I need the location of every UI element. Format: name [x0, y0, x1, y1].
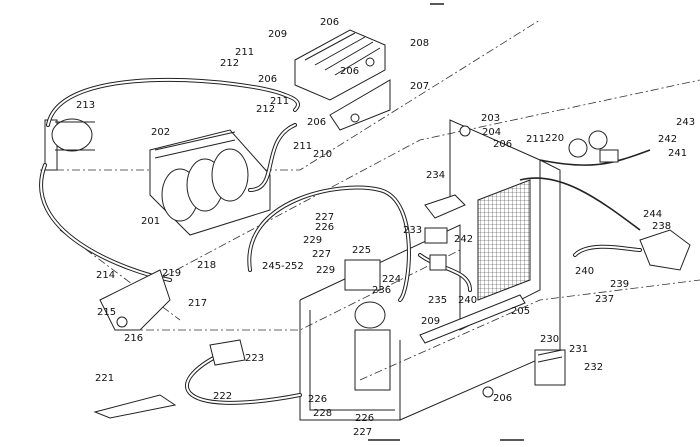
callout: 241 — [668, 148, 687, 159]
components — [344, 125, 566, 398]
callout: 213 — [76, 100, 95, 111]
callout: 240 — [575, 266, 594, 277]
callout: 218 — [197, 260, 216, 271]
callout: 224 — [382, 274, 401, 285]
callout: 227 — [312, 249, 331, 260]
callout: 210 — [313, 149, 332, 160]
callout: 208 — [410, 38, 429, 49]
cables — [39, 77, 651, 405]
gas-regulator-243 — [568, 130, 619, 163]
callout: 206 — [493, 139, 512, 150]
choke-213 — [44, 118, 95, 171]
callout: 235 — [428, 295, 447, 306]
heatsink-208 — [294, 29, 386, 101]
callout: 245-252 — [262, 261, 304, 272]
callout: 206 — [258, 74, 277, 85]
callout: 203 — [481, 113, 500, 124]
callout: 216 — [124, 333, 143, 344]
callout: 204 — [482, 127, 501, 138]
callout: 209 — [268, 29, 287, 40]
callout: 230 — [540, 334, 559, 345]
callout: 217 — [188, 298, 207, 309]
callout: 211 — [235, 47, 254, 58]
transformer-202 — [149, 129, 271, 236]
callout: 212 — [256, 104, 275, 115]
callout: 206 — [307, 117, 326, 128]
callout: 242 — [454, 234, 473, 245]
callout: 229 — [303, 235, 322, 246]
callout: 206 — [320, 17, 339, 28]
callout: 211 — [526, 134, 545, 145]
callout: 212 — [220, 58, 239, 69]
callout: 219 — [162, 268, 181, 279]
bracket-214 — [99, 269, 171, 331]
callout: 220 — [545, 133, 564, 144]
callout: 214 — [96, 270, 115, 281]
callout: 211 — [270, 96, 289, 107]
callout: 237 — [595, 294, 614, 305]
callout: 223 — [245, 353, 264, 364]
callout: 205 — [511, 306, 530, 317]
callout: 215 — [97, 307, 116, 318]
ventilation-grille — [477, 179, 531, 301]
callout-labels: 206 209 208 211 212 206 206 207 213 211 … — [76, 17, 695, 438]
callout: 222 — [213, 391, 232, 402]
callout: 236 — [372, 285, 391, 296]
callout: 225 — [352, 245, 371, 256]
callout: 227 — [315, 212, 334, 223]
callout: 226 — [355, 413, 374, 424]
callout: 234 — [426, 170, 445, 181]
connector-238 — [639, 229, 691, 271]
callout: 238 — [652, 221, 671, 232]
callout: 202 — [151, 127, 170, 138]
callout: 244 — [643, 209, 662, 220]
callout: 206 — [340, 66, 359, 77]
callout: 240 — [458, 295, 477, 306]
callout: 229 — [316, 265, 335, 276]
callout: 227 — [353, 427, 372, 438]
callout: 221 — [95, 373, 114, 384]
callout: 243 — [676, 117, 695, 128]
page-marks — [368, 3, 524, 441]
callout: 232 — [584, 362, 603, 373]
callout: 231 — [569, 344, 588, 355]
callout: 226 — [315, 222, 334, 233]
callout: 206 — [493, 393, 512, 404]
callout: 211 — [293, 141, 312, 152]
callout: 233 — [403, 225, 422, 236]
callout: 228 — [313, 408, 332, 419]
callout: 207 — [410, 81, 429, 92]
callout: 209 — [421, 316, 440, 327]
callout: 242 — [658, 134, 677, 145]
callout: 201 — [141, 216, 160, 227]
callout: 226 — [308, 394, 327, 405]
plate-207 — [329, 79, 391, 131]
callout: 239 — [610, 279, 629, 290]
earth-clamp-221 — [93, 339, 246, 419]
